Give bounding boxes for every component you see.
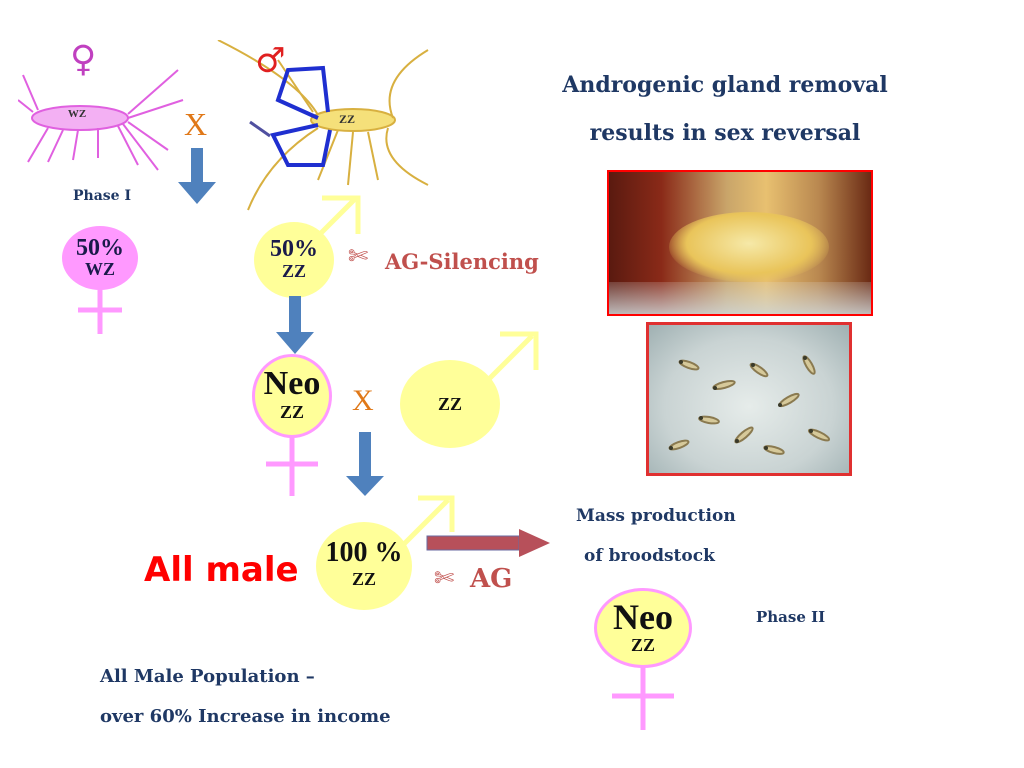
neo-phase2-label: ZZ xyxy=(630,635,655,656)
mass-production-line-2: of broodstock xyxy=(584,546,715,566)
ruler-icon xyxy=(609,282,871,314)
photo-gland-removal xyxy=(607,170,873,316)
male-symbol-icon: ♂ xyxy=(255,41,286,81)
down-arrow-icon-3 xyxy=(346,432,384,496)
phase-1-label: Phase I xyxy=(73,188,131,204)
neo-phase2-circle: Neo ZZ xyxy=(594,588,692,668)
header-line-1: Androgenic gland removal xyxy=(562,72,888,98)
male-mid-circle: ZZ xyxy=(400,360,500,448)
phase-2-label: Phase II xyxy=(756,608,826,626)
shrimp-cross-illustration xyxy=(18,40,429,211)
result-percent: 100 % xyxy=(325,537,403,569)
right-arrow-icon xyxy=(426,529,550,557)
offspring-male-percent: 50% xyxy=(270,236,318,263)
offspring-male-label: ZZ xyxy=(281,261,306,282)
female-symbol-stem-icon-3 xyxy=(612,666,674,730)
ag-text: AG xyxy=(470,564,513,594)
female-shrimp-label: WZ xyxy=(67,108,87,120)
scissors-icon-2: ✄ xyxy=(434,564,455,592)
offspring-female-percent: 50% xyxy=(76,235,124,262)
male-shrimp-icon xyxy=(217,40,429,211)
male-shrimp-claws-icon xyxy=(270,65,332,167)
header-line-2: results in sex reversal xyxy=(589,120,861,146)
neo-female-title: Neo xyxy=(263,365,321,403)
down-arrow-icon xyxy=(178,148,216,204)
footer-line-1: All Male Population – xyxy=(100,666,315,687)
footer-line-2: over 60% Increase in income xyxy=(100,706,391,727)
offspring-female-circle: 50% WZ xyxy=(62,226,138,290)
shrimp-body-icon xyxy=(669,212,829,282)
neo-phase2-title: Neo xyxy=(613,597,673,638)
neo-female-circle: Neo ZZ xyxy=(252,354,332,438)
result-male-circle: 100 % ZZ xyxy=(316,522,412,610)
female-symbol-stem-icon-2 xyxy=(266,436,318,496)
male-symbol-arrow-icon-2 xyxy=(480,331,539,388)
male-symbol-arrow-icon-3 xyxy=(400,495,455,548)
neo-female-label: ZZ xyxy=(279,402,304,423)
photo-broodstock xyxy=(646,322,852,476)
all-male-text: All male xyxy=(144,550,299,590)
claw-tip-icon xyxy=(249,120,271,138)
female-shrimp-icon xyxy=(18,69,184,171)
male-mid-label: ZZ xyxy=(437,393,462,414)
cross-mark-mid: X xyxy=(352,384,374,417)
juvenile-shrimp-icons xyxy=(668,355,831,455)
cross-mark-top: X xyxy=(184,106,208,142)
male-shrimp-label: ZZ xyxy=(338,112,355,126)
mass-production-line-1: Mass production xyxy=(576,506,736,526)
offspring-female-label: WZ xyxy=(84,259,115,280)
result-label: ZZ xyxy=(351,569,376,590)
scissors-icon: ✄ xyxy=(348,242,369,270)
offspring-male-circle: 50% ZZ xyxy=(254,222,334,298)
ag-silencing-text: AG-Silencing xyxy=(385,249,539,274)
female-symbol-stem-icon xyxy=(78,288,122,334)
down-arrow-icon-2 xyxy=(276,296,314,354)
female-symbol-icon: ♀ xyxy=(70,39,97,80)
